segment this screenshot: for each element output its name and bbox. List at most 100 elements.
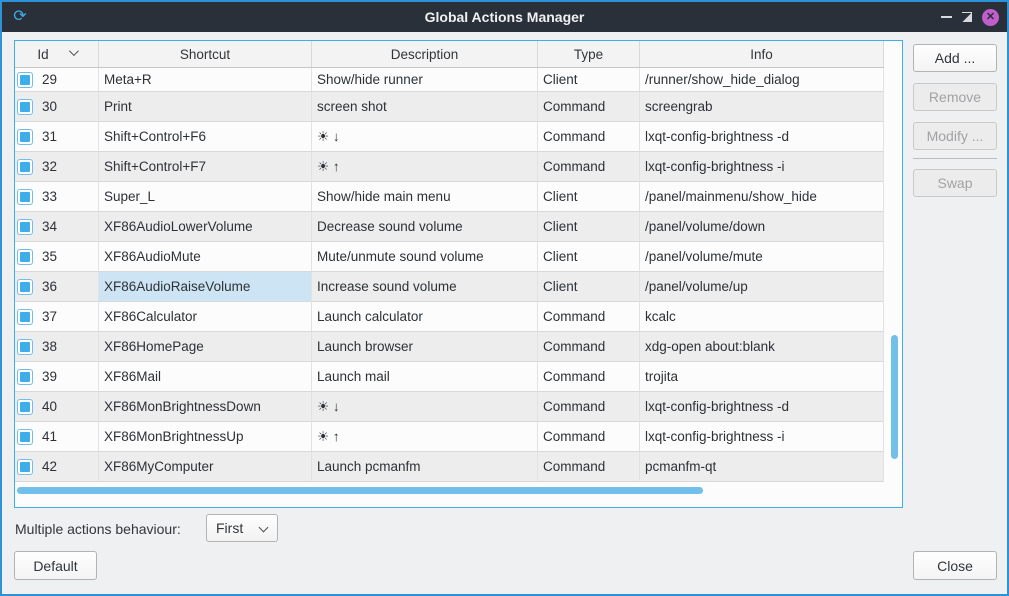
cell-id[interactable]: 36 bbox=[15, 272, 99, 302]
vertical-scrollbar[interactable] bbox=[891, 335, 898, 459]
cell-type[interactable]: Command bbox=[538, 392, 640, 422]
cell-id[interactable]: 40 bbox=[15, 392, 99, 422]
cell-type[interactable]: Command bbox=[538, 302, 640, 332]
enabled-checkbox[interactable] bbox=[17, 158, 33, 175]
cell-id[interactable]: 33 bbox=[15, 182, 99, 212]
cell-description[interactable]: ☀ ↑ bbox=[312, 152, 538, 182]
enabled-checkbox[interactable] bbox=[17, 248, 33, 265]
cell-info[interactable]: lxqt-config-brightness -i bbox=[640, 422, 884, 452]
add-button[interactable]: Add ... bbox=[913, 44, 997, 72]
cell-description[interactable]: Launch mail bbox=[312, 362, 538, 392]
cell-info[interactable]: kcalc bbox=[640, 302, 884, 332]
cell-description[interactable]: screen shot bbox=[312, 92, 538, 122]
enabled-checkbox[interactable] bbox=[17, 368, 33, 385]
enabled-checkbox[interactable] bbox=[17, 308, 33, 325]
cell-type[interactable]: Command bbox=[538, 92, 640, 122]
cell-info[interactable]: /panel/volume/mute bbox=[640, 242, 884, 272]
enabled-checkbox[interactable] bbox=[17, 458, 33, 475]
cell-id[interactable]: 32 bbox=[15, 152, 99, 182]
cell-type[interactable]: Client bbox=[538, 68, 640, 92]
behaviour-combobox[interactable]: First bbox=[206, 514, 278, 542]
cell-info[interactable]: /runner/show_hide_dialog bbox=[640, 68, 884, 92]
cell-type[interactable]: Client bbox=[538, 242, 640, 272]
cell-type[interactable]: Command bbox=[538, 452, 640, 482]
cell-description[interactable]: Show/hide main menu bbox=[312, 182, 538, 212]
cell-shortcut[interactable]: XF86MyComputer bbox=[99, 452, 312, 482]
cell-shortcut[interactable]: XF86AudioRaiseVolume bbox=[99, 272, 312, 302]
restore-icon[interactable] bbox=[962, 12, 972, 22]
cell-shortcut[interactable]: XF86Mail bbox=[99, 362, 312, 392]
cell-id[interactable]: 38 bbox=[15, 332, 99, 362]
enabled-checkbox[interactable] bbox=[17, 428, 33, 445]
cell-type[interactable]: Client bbox=[538, 272, 640, 302]
cell-shortcut[interactable]: XF86Calculator bbox=[99, 302, 312, 332]
cell-shortcut[interactable]: XF86AudioLowerVolume bbox=[99, 212, 312, 242]
default-button[interactable]: Default bbox=[14, 551, 97, 580]
cell-info[interactable]: pcmanfm-qt bbox=[640, 452, 884, 482]
cell-id[interactable]: 34 bbox=[15, 212, 99, 242]
enabled-checkbox[interactable] bbox=[17, 128, 33, 145]
header-description[interactable]: Description bbox=[312, 41, 538, 67]
cell-info[interactable]: lxqt-config-brightness -d bbox=[640, 122, 884, 152]
enabled-checkbox[interactable] bbox=[17, 278, 33, 295]
cell-description[interactable]: ☀ ↓ bbox=[312, 392, 538, 422]
cell-info[interactable]: lxqt-config-brightness -i bbox=[640, 152, 884, 182]
cell-shortcut[interactable]: Super_L bbox=[99, 182, 312, 212]
cell-shortcut[interactable]: XF86MonBrightnessUp bbox=[99, 422, 312, 452]
cell-id[interactable]: 42 bbox=[15, 452, 99, 482]
cell-shortcut[interactable]: XF86MonBrightnessDown bbox=[99, 392, 312, 422]
cell-description[interactable]: Increase sound volume bbox=[312, 272, 538, 302]
cell-id[interactable]: 30 bbox=[15, 92, 99, 122]
cell-description[interactable]: Decrease sound volume bbox=[312, 212, 538, 242]
remove-button[interactable]: Remove bbox=[913, 83, 997, 111]
swap-button[interactable]: Swap bbox=[913, 169, 997, 197]
cell-type[interactable]: Command bbox=[538, 152, 640, 182]
close-button[interactable]: Close bbox=[913, 551, 997, 580]
cell-description[interactable]: ☀ ↑ bbox=[312, 422, 538, 452]
cell-shortcut[interactable]: Print bbox=[99, 92, 312, 122]
cell-shortcut[interactable]: XF86AudioMute bbox=[99, 242, 312, 272]
enabled-checkbox[interactable] bbox=[17, 98, 33, 115]
header-type[interactable]: Type bbox=[538, 41, 640, 67]
cell-info[interactable]: /panel/mainmenu/show_hide bbox=[640, 182, 884, 212]
minimize-icon[interactable] bbox=[941, 16, 952, 18]
cell-description[interactable]: Launch browser bbox=[312, 332, 538, 362]
close-icon[interactable]: ✕ bbox=[982, 8, 999, 26]
enabled-checkbox[interactable] bbox=[17, 71, 33, 88]
cell-id[interactable]: 39 bbox=[15, 362, 99, 392]
cell-id[interactable]: 29 bbox=[15, 68, 99, 92]
cell-info[interactable]: trojita bbox=[640, 362, 884, 392]
cell-shortcut[interactable]: Shift+Control+F7 bbox=[99, 152, 312, 182]
header-id[interactable]: Id bbox=[15, 41, 99, 67]
cell-info[interactable]: /panel/volume/down bbox=[640, 212, 884, 242]
cell-shortcut[interactable]: Shift+Control+F6 bbox=[99, 122, 312, 152]
cell-description[interactable]: Launch pcmanfm bbox=[312, 452, 538, 482]
cell-type[interactable]: Client bbox=[538, 212, 640, 242]
cell-type[interactable]: Command bbox=[538, 332, 640, 362]
cell-info[interactable]: screengrab bbox=[640, 92, 884, 122]
cell-description[interactable]: ☀ ↓ bbox=[312, 122, 538, 152]
header-info[interactable]: Info bbox=[640, 41, 884, 67]
cell-info[interactable]: xdg-open about:blank bbox=[640, 332, 884, 362]
titlebar[interactable]: ⟳ Global Actions Manager ✕ bbox=[2, 2, 1007, 32]
modify-button[interactable]: Modify ... bbox=[913, 122, 997, 150]
cell-id[interactable]: 31 bbox=[15, 122, 99, 152]
enabled-checkbox[interactable] bbox=[17, 218, 33, 235]
enabled-checkbox[interactable] bbox=[17, 398, 33, 415]
header-shortcut[interactable]: Shortcut bbox=[99, 41, 312, 67]
cell-shortcut[interactable]: Meta+R bbox=[99, 68, 312, 92]
enabled-checkbox[interactable] bbox=[17, 338, 33, 355]
